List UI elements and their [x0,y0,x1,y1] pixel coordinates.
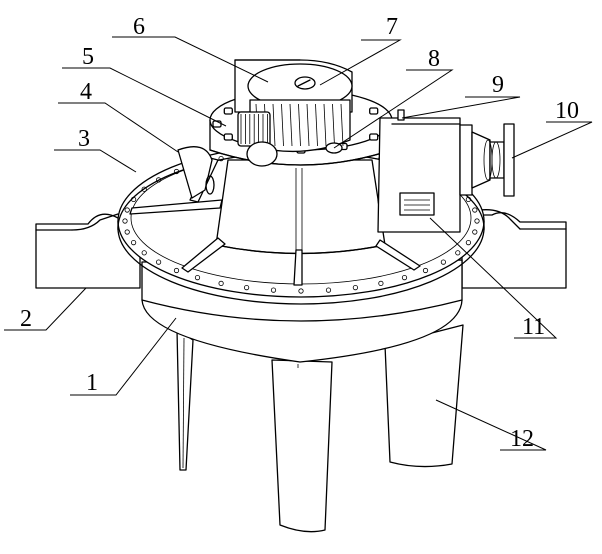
label-8: 8 [428,46,440,72]
bolt-hole [124,207,130,213]
bolt-hole [156,259,162,265]
bolt-hole [378,280,384,286]
hex-bolt [223,107,233,115]
bolt-hole [156,177,162,183]
fin [289,103,293,147]
bolt-hole [422,267,429,274]
hex-bolt [369,107,379,115]
bolt-hole [141,186,147,192]
fin [323,103,327,147]
bolt-hole [472,229,478,235]
part-labels: 6 7 5 8 4 9 3 10 2 11 1 12 [20,14,579,452]
bolt-hole [141,250,147,256]
bolt-hole [465,240,471,246]
hex-bolt [369,133,379,141]
bolt-hole [455,250,461,256]
bolt-hole [244,284,250,291]
bolt-hole [122,218,128,224]
motor-housing [234,59,353,167]
label-5: 5 [82,44,94,70]
hex-bolt [223,133,233,141]
bolt-hole [131,196,137,202]
right-gearbox [377,109,515,233]
center-leg [271,359,333,533]
bolt-hole [298,288,304,294]
label-1: 1 [86,370,98,396]
fin [298,103,301,147]
bolt-hole [173,267,180,274]
pipe-elbow-4 [177,146,215,199]
outlet-flange-10 [503,123,515,197]
bolt-hole [474,218,480,224]
label-9: 9 [492,72,504,98]
fin [272,103,276,147]
bolt-hole [465,196,471,202]
bolt-hole [131,240,137,246]
label-6: 6 [133,14,145,40]
bolt-hole [124,229,130,235]
bolt-hole [270,287,277,293]
central-column [215,159,386,258]
fin [315,103,318,147]
label-3: 3 [78,126,90,152]
fin [332,103,335,147]
label-10: 10 [555,98,579,124]
right-duct [461,209,567,289]
bolt-hole [173,168,180,175]
right-leg-12 [384,324,464,468]
bolt-hole [194,274,201,281]
label-11: 11 [522,314,545,340]
bolt-hole [352,284,358,291]
fin [340,103,344,147]
left-blade-leg [176,329,194,471]
bolt-hole [401,274,408,281]
drive-gear [237,111,278,167]
bolt-hole [218,280,224,286]
bolt-hole [325,287,332,293]
label-4: 4 [80,79,92,105]
leader-lines [4,36,593,451]
nameplate-11 [399,192,435,216]
vent-9 [397,109,405,121]
fin [306,103,310,147]
label-12: 12 [510,426,534,452]
label-2: 2 [20,306,32,332]
bolt-hole [218,156,224,162]
bolt-hole [472,207,478,213]
bolt-hole [440,259,446,265]
label-7: 7 [386,14,398,40]
fin [281,103,284,147]
